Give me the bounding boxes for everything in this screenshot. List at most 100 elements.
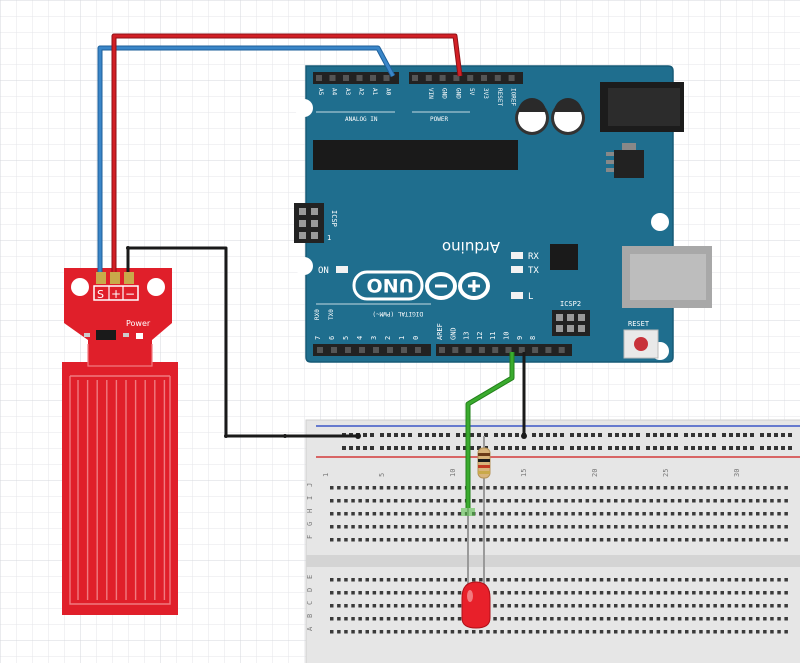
terminal-hole [351,578,355,582]
terminal-hole [578,578,582,582]
digital-pin [478,347,485,353]
resistor [477,436,491,498]
terminal-hole [415,525,419,529]
terminal-hole [443,525,448,529]
terminal-hole [393,604,398,608]
rail-hole [494,433,498,437]
terminal-hole [372,630,377,634]
terminal-hole [663,525,668,529]
terminal-hole [663,486,668,490]
terminal-hole [344,630,348,634]
terminal-hole [770,630,774,634]
rail-hole [653,433,657,437]
terminal-hole [720,578,724,582]
terminal-hole [642,578,646,582]
terminal-hole [472,630,476,634]
terminal-hole [479,486,483,490]
terminal-hole [486,578,490,582]
terminal-hole [365,525,369,529]
terminal-hole [741,525,746,529]
power-pin-label: VIN [427,88,434,99]
terminal-hole [415,578,419,582]
terminal-hole [614,604,618,608]
terminal-hole [415,617,419,621]
terminal-hole [685,591,689,595]
terminal-hole [706,486,710,490]
digital-pin-label: 13 [463,332,471,340]
terminal-hole [358,512,362,516]
terminal-hole [393,486,398,490]
terminal-hole [393,617,398,621]
rail-hole [546,433,550,437]
terminal-hole [344,617,348,621]
terminal-hole [344,499,348,503]
rail-hole [425,446,429,450]
terminal-hole [770,617,774,621]
terminal-hole [450,591,455,595]
rail-hole [774,446,778,450]
terminal-hole [614,525,618,529]
terminal-hole [642,630,646,634]
terminal-hole [337,604,341,608]
power-pin-label: 3V3 [482,88,489,99]
digital-pin-label: 8 [529,336,537,340]
terminal-hole [514,499,519,503]
led-l-label: L [528,292,533,302]
resistor-band [478,453,490,456]
header-pin [329,75,336,81]
terminal-hole [756,538,760,542]
terminal-hole [365,591,369,595]
regulator-leg [606,152,614,156]
terminal-hole [450,578,455,582]
row-letter: I [306,496,314,500]
terminal-hole [550,578,554,582]
rail-hole [646,446,650,450]
terminal-hole [557,617,561,621]
terminal-hole [521,617,526,621]
rail-hole [470,433,474,437]
terminal-hole [784,538,788,542]
digital-pin [505,347,512,353]
led-rx-label: RX [528,252,539,262]
rail-hole [401,446,405,450]
terminal-hole [606,630,611,634]
terminal-hole [621,499,625,503]
column-number: 15 [520,469,528,477]
digital-header-pins [317,347,565,353]
rail-hole [470,446,474,450]
terminal-hole [507,604,511,608]
terminal-hole [599,538,604,542]
terminal-hole [685,486,689,490]
terminal-hole [621,512,625,516]
terminal-hole [493,512,497,516]
terminal-hole [727,604,732,608]
mount-hole [651,213,669,231]
terminal-hole [550,617,554,621]
terminal-hole [493,604,497,608]
terminal-hole [592,591,597,595]
terminal-hole [656,617,661,621]
wire-signal-a0 [98,46,395,272]
terminal-hole [777,630,781,634]
terminal-hole [379,578,384,582]
terminal-hole [457,591,462,595]
terminal-hole [401,591,405,595]
terminal-hole [635,538,639,542]
row-letter: J [306,483,314,487]
terminal-hole [443,630,448,634]
terminal-hole [599,630,604,634]
terminal-hole [685,630,689,634]
terminal-hole [386,604,391,608]
terminal-hole [606,512,611,516]
terminal-hole [628,630,632,634]
terminal-hole [408,538,412,542]
rail-hole [598,446,602,450]
terminal-hole [401,630,405,634]
terminal-hole [763,578,767,582]
rail-hole [788,446,792,450]
rail-hole [705,446,709,450]
terminal-hole [670,591,675,595]
terminal-hole [663,499,668,503]
terminal-hole [741,499,746,503]
terminal-hole [720,617,724,621]
